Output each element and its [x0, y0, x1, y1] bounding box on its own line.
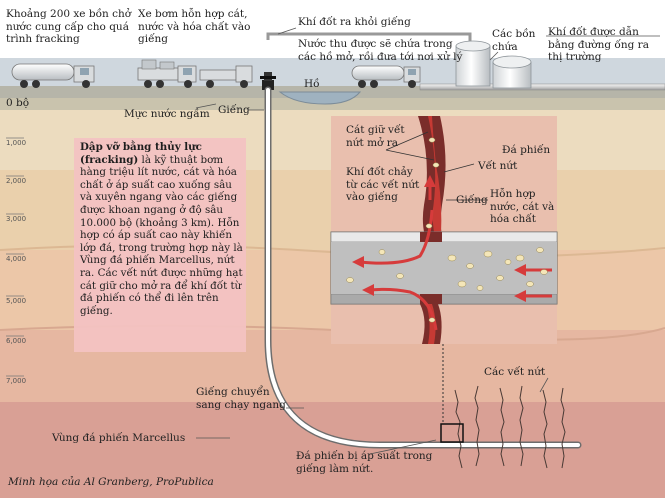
label-pond: Hồ [304, 78, 320, 90]
inset-detail [330, 116, 558, 344]
label-turn-horizontal: Giếng chuyển sang chạy ngang [196, 386, 286, 411]
leader-pressurized [369, 439, 437, 455]
sky-band [0, 58, 665, 88]
label-water-trucks: Khoảng 200 xe bồn chở nước cung cấp cho … [6, 8, 132, 45]
leader-gas-out [277, 27, 297, 35]
depth-4000: 4,000 [6, 255, 27, 263]
label-pressurized: Đá phiến bị áp suất trong giếng làm nứt. [296, 450, 433, 475]
credit: Minh họa của Al Granberg, ProPublica [8, 476, 214, 488]
label-water-table: Mực nước ngầm [124, 108, 210, 120]
label-pipeline: Khí đốt được dẫn bằng đường ống ra thị t… [548, 26, 649, 63]
depth-7000: 7,000 [6, 377, 27, 385]
pipeline [419, 83, 665, 91]
inset-label-fissure: Vết nứt [478, 160, 518, 172]
description-body: là kỹ thuật bơm hàng triệu lít nước, cát… [80, 153, 243, 317]
label-zero-ft: 0 bộ [6, 97, 30, 109]
depth-ticks [6, 137, 24, 377]
waste-water-truck [351, 65, 421, 88]
depth-1000: 1,000 [6, 139, 27, 147]
mix-truck [137, 59, 197, 88]
label-water-stored: Nước thu được sẽ chứa trong các hồ mở, r… [298, 38, 463, 63]
label-tanks: Các bồn chứa [492, 28, 536, 53]
stratum-5 [0, 402, 665, 498]
fracture-lines [454, 385, 566, 469]
mix-truck-2 [199, 65, 253, 88]
depth-2000: 2,000 [6, 177, 27, 185]
leader-fractures [539, 377, 549, 393]
detail-locator [440, 423, 464, 443]
wellhead [260, 72, 276, 90]
description-text: Dập vỡ bằng thủy lực (fracking) là kỹ th… [80, 141, 244, 317]
inset-label-well: Giếng [456, 194, 488, 206]
label-well: Giếng [218, 104, 250, 116]
label-gas-out: Khí đốt ra khỏi giếng [298, 16, 411, 28]
depth-3000: 3,000 [6, 215, 27, 223]
pond [278, 91, 362, 105]
storage-tanks [455, 40, 532, 89]
water-truck-1 [11, 63, 95, 88]
leader-tanks [489, 51, 499, 61]
depth-6000: 6,000 [6, 337, 27, 345]
inset-label-mixture: Hỗn hợp nước, cát và hóa chất [490, 188, 555, 225]
inset-label-sand: Cát giữ vết nứt mở ra [346, 124, 405, 149]
depth-5000: 5,000 [6, 297, 27, 305]
inset-label-gas-flows: Khí đốt chảy từ các vết nứt vào giếng [346, 166, 420, 203]
label-fractures: Các vết nứt [484, 366, 546, 378]
well-bore-inner [266, 88, 580, 447]
description-heading: Dập vỡ bằng thủy lực (fracking) [80, 141, 202, 166]
label-mix-trucks: Xe bơm hỗn hợp cát, nước và hóa chất vào… [138, 8, 251, 45]
description-panel [74, 138, 246, 352]
label-marcellus: Vùng đá phiến Marcellus [52, 432, 186, 444]
leader-water-table [195, 103, 217, 109]
inset-label-shale: Đá phiến [502, 144, 551, 156]
